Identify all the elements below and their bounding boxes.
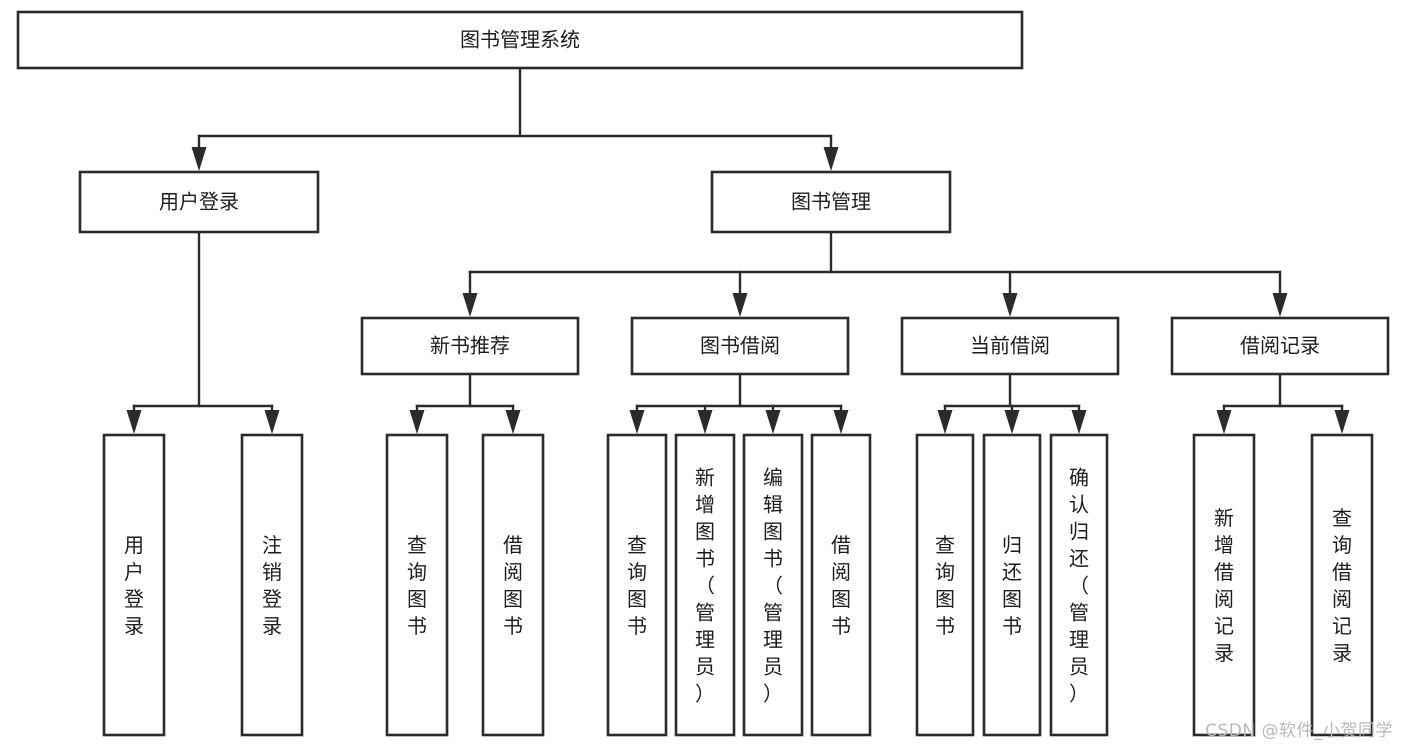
arrow-head-icon [126,410,142,434]
node-r2[interactable]: 查询借阅记录 [1310,433,1374,737]
node-b3[interactable]: 编辑图书（管理员） [742,433,804,737]
arrow-head-icon [1334,410,1350,434]
node-box[interactable] [240,433,304,737]
node-box[interactable] [915,433,975,737]
node-box[interactable] [360,316,580,376]
node-box[interactable] [674,433,736,737]
node-label: 注销登录 [262,533,282,638]
arrow-head-icon [505,410,521,434]
arrow-head-icon [1272,293,1288,317]
node-bookmgmt[interactable]: 图书管理 [710,170,952,234]
node-n1[interactable]: 查询图书 [385,433,449,737]
arrow-head-icon [765,410,781,434]
node-label: 编辑图书（管理员） [763,466,783,706]
arrow-head-icon [697,410,713,434]
arrow-head-icon [191,147,207,171]
node-label: 当前借阅 [970,334,1050,358]
arrow-head-icon [1002,293,1018,317]
node-layer: 图书管理系统用户登录图书管理新书推荐图书借阅当前借阅借阅记录用户登录注销登录查询… [16,10,1390,737]
arrow-head-icon [629,410,645,434]
node-box[interactable] [630,316,850,376]
node-r1[interactable]: 新增借阅记录 [1192,433,1256,737]
arrow-head-icon [1071,410,1087,434]
node-box[interactable] [481,433,545,737]
node-label: 查询图书 [935,533,955,638]
node-label: 查询图书 [627,533,647,638]
node-box[interactable] [1049,433,1109,737]
connector-group-login [126,230,280,434]
arrow-head-icon [1004,410,1020,434]
node-box[interactable] [710,170,952,234]
node-c3[interactable]: 确认归还（管理员） [1049,433,1109,737]
connector-layer [126,66,1350,434]
node-n2[interactable]: 借阅图书 [481,433,545,737]
node-root[interactable]: 图书管理系统 [16,10,1024,70]
connector-group-root [191,66,839,171]
node-box[interactable] [606,433,668,737]
arrow-head-icon [409,410,425,434]
node-label: 新书推荐 [430,334,510,358]
node-b1[interactable]: 查询图书 [606,433,668,737]
node-label: 新增图书（管理员） [695,466,715,706]
node-l1[interactable]: 用户登录 [102,433,166,737]
node-box[interactable] [982,433,1042,737]
node-box[interactable] [102,433,166,737]
watermark-text: CSDN @软件_小贺同学 [1205,721,1393,741]
arrow-head-icon [732,293,748,317]
connector-group-records [1216,372,1350,434]
node-label: 图书借阅 [700,334,780,358]
node-box[interactable] [385,433,449,737]
node-label: 借阅图书 [503,533,523,638]
node-login[interactable]: 用户登录 [78,170,320,234]
node-label: 用户登录 [124,533,144,638]
node-label: 新增借阅记录 [1214,506,1234,665]
arrow-head-icon [833,410,849,434]
arrow-head-icon [264,410,280,434]
arrow-head-icon [1216,410,1232,434]
node-c2[interactable]: 归还图书 [982,433,1042,737]
node-label: 借阅图书 [831,533,851,638]
node-current[interactable]: 当前借阅 [900,316,1120,376]
node-box[interactable] [1310,433,1374,737]
node-label: 图书管理 [791,190,871,214]
node-label: 确认归还（管理员） [1069,466,1089,706]
connector-group-borrow [629,372,849,434]
node-records[interactable]: 借阅记录 [1170,316,1390,376]
connector-group-current [937,372,1087,434]
node-box[interactable] [1170,316,1390,376]
connector-group-bookmgmt [462,230,1288,317]
node-label: 图书管理系统 [460,28,580,52]
node-label: 查询图书 [407,533,427,638]
node-b4[interactable]: 借阅图书 [810,433,872,737]
node-c1[interactable]: 查询图书 [915,433,975,737]
arrow-head-icon [937,410,953,434]
node-box[interactable] [16,10,1024,70]
node-b2[interactable]: 新增图书（管理员） [674,433,736,737]
node-l2[interactable]: 注销登录 [240,433,304,737]
connector-group-newbook [409,372,521,434]
node-box[interactable] [742,433,804,737]
node-label: 用户登录 [159,190,239,214]
node-label: 查询借阅记录 [1332,506,1352,665]
node-label: 归还图书 [1002,533,1022,638]
node-borrow[interactable]: 图书借阅 [630,316,850,376]
arrow-head-icon [462,293,478,317]
node-newbook[interactable]: 新书推荐 [360,316,580,376]
node-box[interactable] [810,433,872,737]
node-box[interactable] [1192,433,1256,737]
arrow-head-icon [823,147,839,171]
node-label: 借阅记录 [1240,334,1320,358]
node-box[interactable] [900,316,1120,376]
node-box[interactable] [78,170,320,234]
